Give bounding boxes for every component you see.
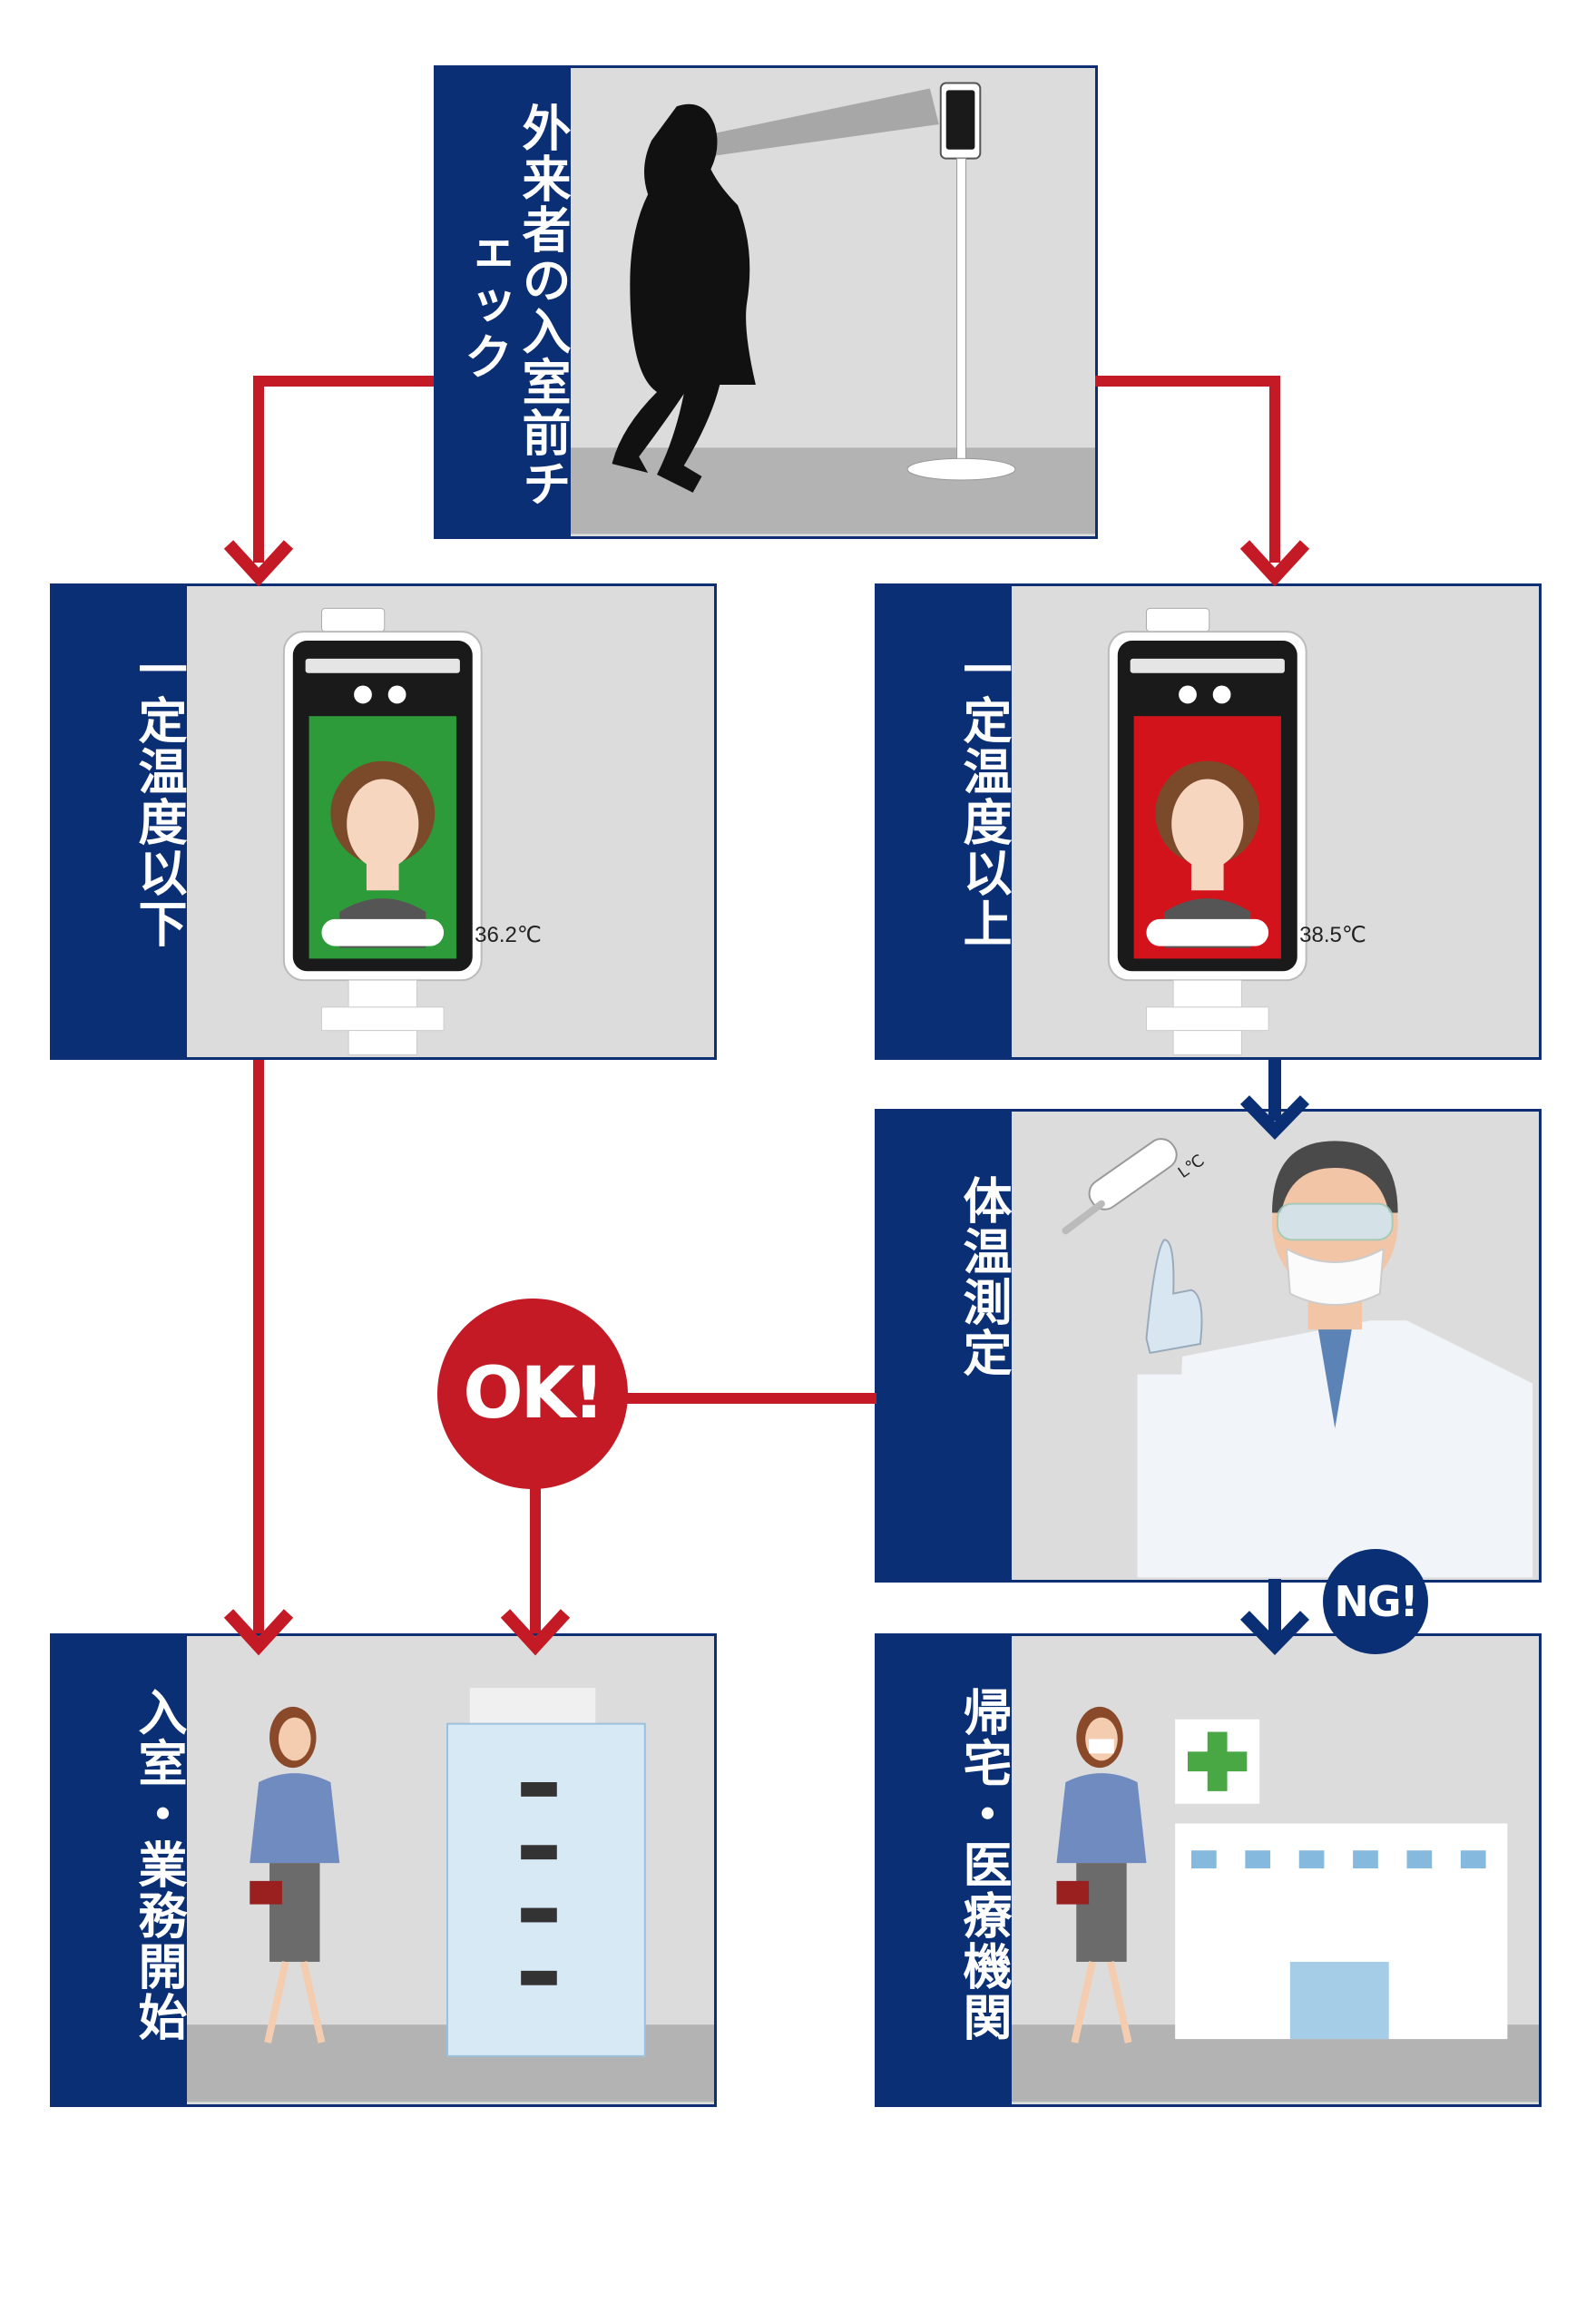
panel-label-bar: 体温測定	[877, 1112, 1012, 1580]
thermal-scanner-icon: 36.2℃	[187, 586, 714, 1057]
panel-enter-and-work: 入室・業務開始	[50, 1633, 717, 2107]
panel-label: 入室・業務開始	[130, 1687, 187, 2043]
panel-go-home-medical: 帰宅・医療機関	[875, 1633, 1542, 2107]
office-building-icon	[446, 1688, 646, 2057]
panel-label: 帰宅・医療機関	[955, 1687, 1012, 2043]
panel-label: 一定温度以下	[130, 644, 187, 949]
enter-scene	[187, 1636, 714, 2104]
panel-body-temp-measure: 体温測定 L℃	[875, 1109, 1542, 1583]
visitor-scene	[571, 68, 1095, 536]
panel-below-threshold: 一定温度以下 36.2℃	[50, 583, 717, 1060]
panel-label-bar: 一定温度以上	[877, 586, 1012, 1057]
businesswoman-icon	[1056, 1706, 1147, 2044]
panel-above-threshold: 一定温度以上 38.5℃	[875, 583, 1542, 1060]
arrow-to-below-threshold	[253, 376, 434, 563]
panel-label: 体温測定	[955, 1175, 1012, 1378]
temperature-readout: 36.2℃	[475, 923, 542, 947]
doctor-icon: L℃	[1012, 1112, 1539, 1580]
businesswoman-icon	[250, 1706, 340, 2044]
visitor-silhouette-icon	[571, 70, 1095, 534]
hospital-icon	[1175, 1719, 1508, 2040]
medical-scene	[1012, 1636, 1539, 2104]
panel-label-bar: 一定温度以下	[53, 586, 187, 1057]
thermal-tablet-icon: 38.5℃	[1012, 586, 1539, 1057]
panel-label: 外来者の入室前チェック	[455, 103, 571, 509]
ok-badge: OK!	[437, 1299, 628, 1489]
thermometer-icon	[1062, 1138, 1178, 1235]
panel-label-bar: 入室・業務開始	[53, 1636, 187, 2104]
panel-label-bar: 帰宅・医療機関	[877, 1636, 1012, 2104]
arrow-to-above-threshold	[1095, 376, 1280, 563]
ng-badge: NG!	[1323, 1549, 1428, 1654]
panel-visitor-check: 外来者の入室前チェック	[434, 65, 1098, 539]
panel-label: 一定温度以上	[955, 644, 1012, 949]
temperature-readout: 38.5℃	[1299, 923, 1366, 947]
panel-label-bar: 外来者の入室前チェック	[436, 68, 571, 536]
